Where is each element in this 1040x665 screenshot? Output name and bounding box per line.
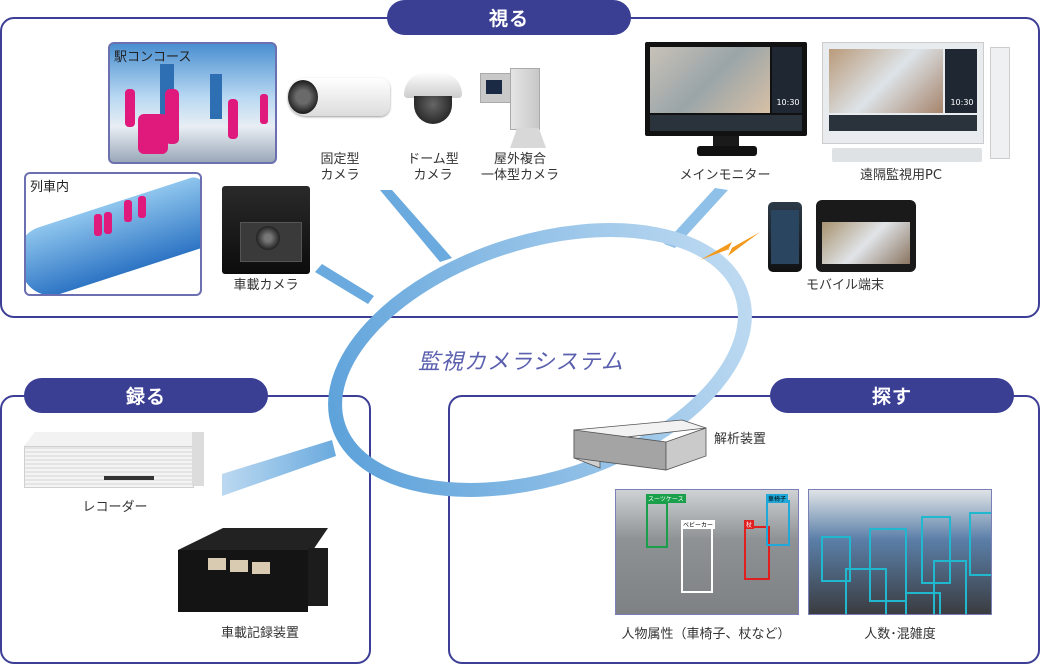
fixed-camera-image: [288, 78, 390, 116]
smartphone-image: [768, 202, 802, 272]
station-concourse-image: 駅コンコース: [108, 42, 277, 164]
station-concourse-label: 駅コンコース: [114, 50, 192, 65]
system-title: 監視カメラシステム: [418, 350, 624, 375]
outdoor-camera-label-line2: 一体型カメラ: [480, 168, 559, 183]
outdoor-camera-image: [480, 68, 550, 150]
in-train-image: 列車内: [24, 172, 202, 296]
wheelchair-tag: 車椅子: [766, 494, 789, 503]
suitcase-tag: スーツケース: [646, 494, 686, 503]
analyzer-label: 解析装置: [714, 432, 767, 447]
dome-camera-label-line1: ドーム型: [407, 152, 459, 167]
cane-tag: 杖: [744, 520, 755, 529]
ray-onboard-camera: [315, 264, 374, 304]
system-ring: [328, 223, 752, 497]
onboard-camera-label: 車載カメラ: [233, 278, 299, 293]
main-monitor-label: メインモニター: [679, 168, 771, 183]
analyzer-device-image: [573, 419, 707, 471]
section-view-label: 視る: [387, 0, 631, 35]
onboard-camera-image: [222, 186, 310, 274]
stroller-box: [681, 525, 713, 593]
person-silhouettes: [125, 89, 135, 127]
recorder-image: [24, 432, 204, 490]
remote-pc-clock: 10:30: [950, 98, 974, 107]
tablet-image: [816, 200, 916, 272]
outdoor-camera-label-line1: 屋外複合: [493, 152, 546, 167]
ray-recorder: [222, 440, 336, 496]
fixed-camera-label-line1: 固定型: [320, 152, 360, 167]
section-record-label: 録る: [24, 378, 268, 413]
section-search-label: 探す: [770, 378, 1014, 413]
mobile-label: モバイル端末: [805, 278, 884, 293]
attribute-detection-image: スーツケース ベビーカー 杖 車椅子: [615, 489, 799, 615]
main-monitor-clock: 10:30: [776, 98, 800, 107]
recorder-label: レコーダー: [82, 500, 148, 515]
remote-pc-image: 10:30: [822, 42, 1020, 162]
dome-camera-label: ドーム型 カメラ: [393, 152, 473, 184]
fixed-camera-label-line2: カメラ: [320, 168, 360, 183]
onboard-recorder-label: 車載記録装置: [220, 626, 299, 641]
ray-fixed-camera: [380, 190, 452, 262]
outdoor-camera-label: 屋外複合 一体型カメラ: [470, 152, 570, 184]
suitcase-box: [646, 502, 668, 548]
onboard-recorder-image: [168, 528, 336, 616]
ray-main-monitor: [664, 188, 728, 248]
remote-pc-label: 遠隔監視用PC: [860, 168, 942, 183]
search-panel: [448, 395, 1040, 664]
crowd-detection-image: [808, 489, 992, 615]
wheelchair-box: [766, 500, 790, 546]
main-monitor-image: 10:30: [645, 42, 807, 160]
stroller-tag: ベビーカー: [681, 520, 716, 529]
dome-camera-label-line2: カメラ: [413, 168, 453, 183]
in-train-label: 列車内: [30, 180, 70, 195]
dome-camera-image: [404, 72, 462, 124]
crowd-label: 人数･混雑度: [864, 627, 936, 642]
lightning-bolt-icon: [700, 232, 760, 260]
cane-box: [744, 526, 770, 580]
fixed-camera-label: 固定型 カメラ: [300, 152, 380, 184]
attribute-label: 人物属性（車椅子、杖など）: [621, 627, 791, 642]
